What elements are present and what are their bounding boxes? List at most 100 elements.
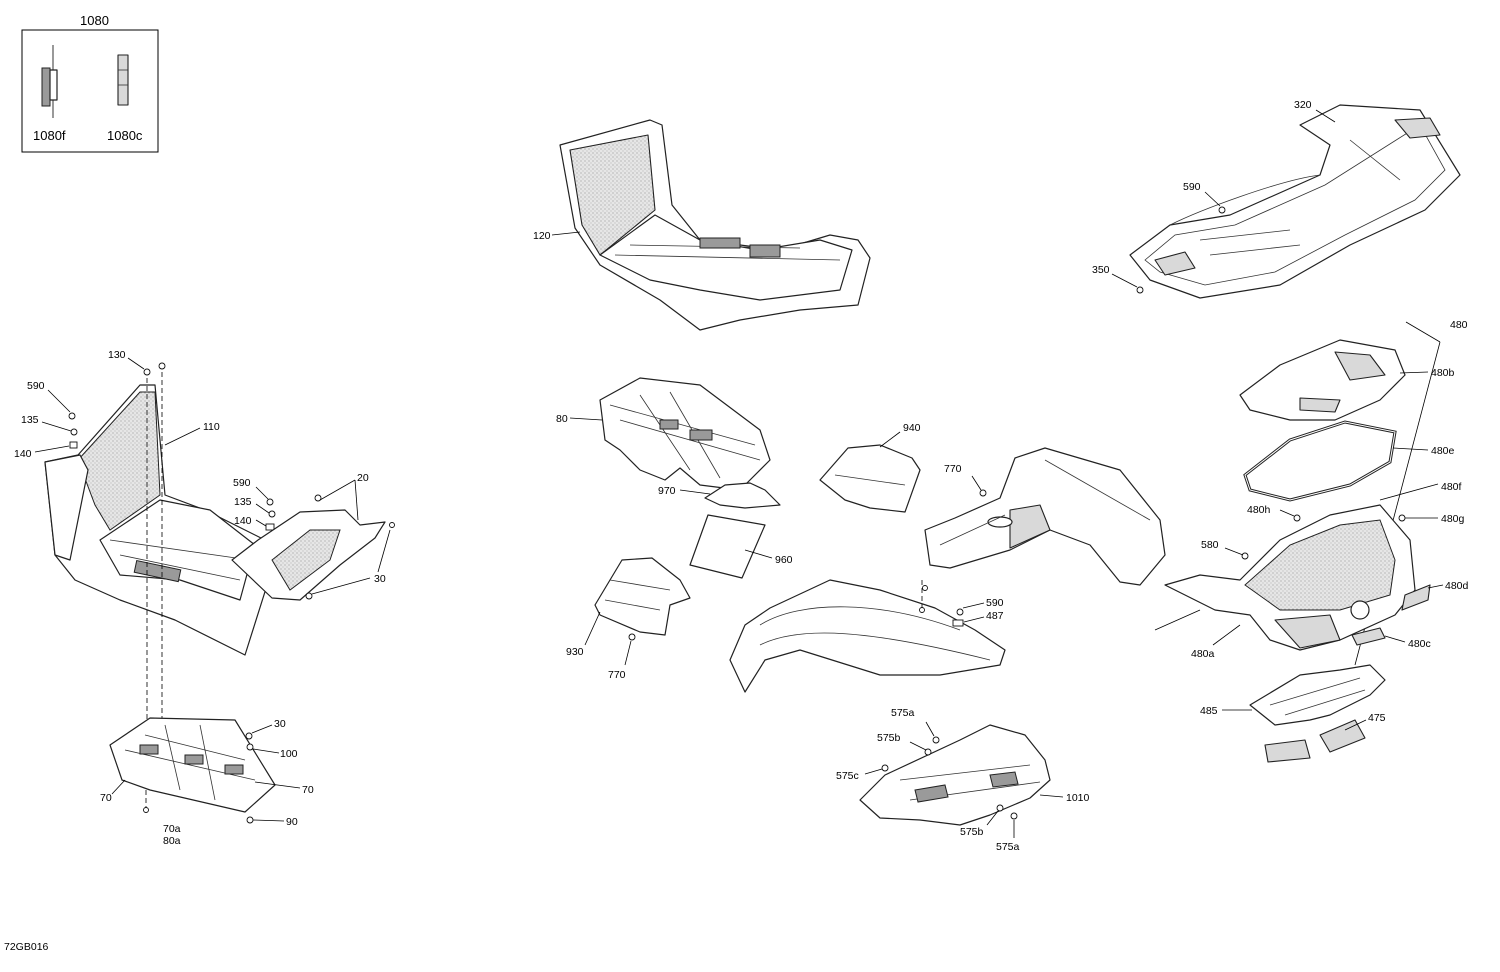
callout-80: 80 — [556, 413, 568, 425]
part-20-side-panel: 20 30 — [231, 472, 395, 601]
callout-575a-bottom: 575a — [996, 841, 1020, 853]
callout-130: 130 — [108, 349, 126, 361]
callout-770-upper: 770 — [944, 463, 962, 475]
tool-1080f-icon — [41, 45, 58, 118]
bolt-350-icon — [1136, 286, 1144, 294]
part-970-pad: 970 — [658, 482, 781, 509]
callout-575c: 575c — [836, 770, 859, 782]
callout-100: 100 — [280, 748, 298, 760]
part-480-storage-assembly: 480 480b 480e 480f 480h 480g 580 480d — [1154, 319, 1469, 666]
callout-140-left: 140 — [14, 448, 32, 460]
part-80-support: 80 — [556, 377, 771, 491]
callout-30-upper: 30 — [374, 573, 386, 585]
part-480c-strip — [1351, 627, 1386, 646]
callout-480: 480 — [1450, 319, 1468, 331]
callout-140-mid: 140 — [234, 515, 252, 527]
washer-135-mid-icon — [268, 510, 276, 518]
callout-110: 110 — [203, 421, 220, 433]
bolt-575a-bottom-icon — [1010, 812, 1018, 820]
kit-item-1080f: 1080f — [33, 128, 66, 143]
part-960-sheet: 960 — [689, 514, 793, 579]
kit-item-1080c: 1080c — [107, 128, 143, 143]
washer-575b-top-icon — [924, 748, 932, 756]
callout-590-fender: 590 — [986, 597, 1004, 609]
callout-930: 930 — [566, 646, 584, 658]
callout-590-rack: 590 — [1183, 181, 1201, 193]
part-480e-seal — [1243, 420, 1397, 502]
clip-770-lower-icon — [628, 633, 636, 641]
bolt-130-icon — [143, 368, 151, 376]
callout-135-left: 135 — [21, 414, 39, 426]
clip-770-upper-icon — [979, 489, 987, 497]
callout-590-mid: 590 — [233, 477, 251, 489]
kit-box — [21, 29, 159, 153]
callout-487: 487 — [986, 610, 1004, 622]
clip-140-mid-icon — [265, 523, 275, 531]
callout-485: 485 — [1200, 705, 1218, 717]
callout-575b-top: 575b — [877, 732, 901, 744]
callout-970: 970 — [658, 485, 676, 497]
tool-1080c-icon — [117, 54, 129, 106]
nut-480g-icon — [1398, 514, 1406, 522]
callout-960: 960 — [775, 554, 793, 566]
callout-590-left: 590 — [27, 380, 45, 392]
clip-480h-icon — [1293, 514, 1301, 522]
callout-1010: 1010 — [1066, 792, 1090, 804]
bolt-580-icon — [1241, 552, 1249, 560]
part-70-footrest: 30 100 70 70 90 70a 80a — [100, 717, 314, 847]
callout-940: 940 — [903, 422, 921, 434]
part-rear-fender: 770 — [924, 447, 1166, 586]
part-front-fender: 590 487 — [729, 579, 1006, 693]
callout-770-lower: 770 — [608, 669, 626, 681]
callout-350: 350 — [1092, 264, 1110, 276]
callout-480f: 480f — [1441, 481, 1462, 493]
part-940-bracket: 940 — [819, 422, 921, 513]
bolt-590-mid-icon — [266, 498, 274, 506]
callout-70-left: 70 — [100, 792, 112, 804]
nut-100-icon — [246, 743, 254, 751]
part-120-body: 120 — [533, 119, 871, 331]
fasteners-mid-stack: 590 135 140 — [233, 477, 276, 531]
bolt-30-lower-icon — [245, 732, 253, 740]
part-1010-frame: 575a 575b 575c 1010 575b 575a — [836, 707, 1090, 853]
nut-575c-icon — [881, 764, 889, 772]
callout-80a: 80a — [163, 835, 181, 847]
part-480d-strip — [1401, 584, 1431, 611]
fasteners-left-stack: 130 590 135 140 — [14, 349, 166, 460]
washer-135-left-icon — [70, 428, 78, 436]
bolt-30-upper-icon — [305, 592, 313, 600]
callout-480c: 480c — [1408, 638, 1431, 650]
callout-480a: 480a — [1191, 648, 1215, 660]
callout-475: 475 — [1368, 712, 1386, 724]
callout-575b-bottom: 575b — [960, 826, 984, 838]
callout-20: 20 — [357, 472, 369, 484]
diagram-code: 72GB016 — [4, 941, 49, 953]
callout-135-mid: 135 — [234, 496, 252, 508]
part-485-mat: 485 — [1200, 664, 1386, 726]
callout-480b: 480b — [1431, 367, 1455, 379]
callout-480g: 480g — [1441, 513, 1465, 525]
bolt-590-fender-icon — [956, 608, 964, 616]
callout-70-right: 70 — [302, 784, 314, 796]
bolt-590-left-icon — [68, 412, 76, 420]
callout-30-lower: 30 — [274, 718, 286, 730]
callout-575a-top: 575a — [891, 707, 915, 719]
clip-140-left-icon — [69, 441, 78, 449]
callout-580: 580 — [1201, 539, 1219, 551]
callout-120: 120 — [533, 230, 551, 242]
callout-480d: 480d — [1445, 580, 1469, 592]
callout-70a: 70a — [163, 823, 181, 835]
callout-480e: 480e — [1431, 445, 1455, 457]
part-930-cover: 770 930 — [566, 557, 691, 681]
part-320-rack: 320 590 350 — [1092, 99, 1461, 299]
washer-575b-bottom-icon — [996, 804, 1004, 812]
bolt-590-rack-icon — [1218, 206, 1226, 214]
bolt-575a-top-icon — [932, 736, 940, 744]
bolt-20-icon — [314, 494, 322, 502]
kit-title: 1080 — [80, 13, 109, 28]
nut-487-icon — [952, 619, 964, 627]
part-475-pads: 475 — [1264, 712, 1386, 763]
callout-90: 90 — [286, 816, 298, 828]
kit-1080-group: 1080 1080f 1080c — [21, 13, 159, 153]
